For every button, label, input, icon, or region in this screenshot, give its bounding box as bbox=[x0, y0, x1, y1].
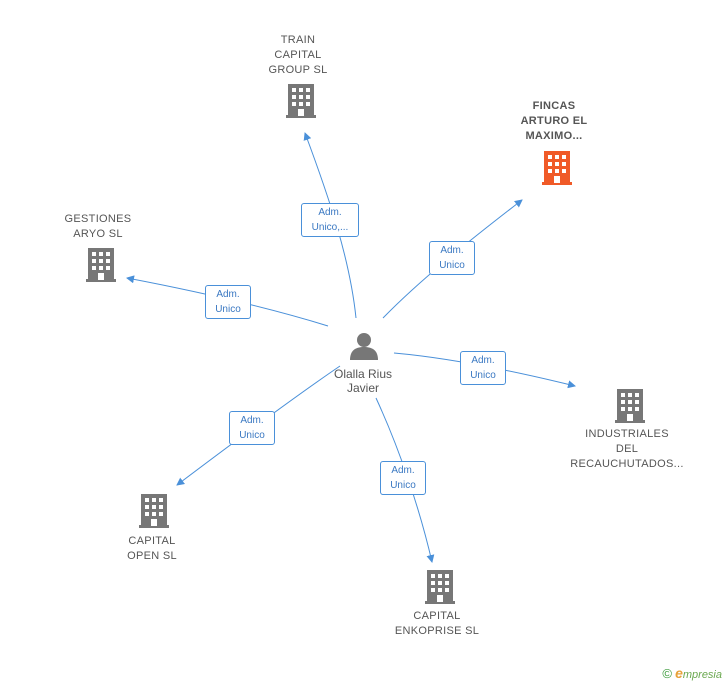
edge-label-fincas[interactable]: Adm. Unico bbox=[429, 241, 475, 275]
building-icon bbox=[139, 494, 169, 528]
copyright-icon: © bbox=[662, 666, 673, 681]
node-label: INDUSTRIALES DEL RECAUCHUTADOS... bbox=[570, 428, 684, 470]
building-icon bbox=[615, 389, 645, 423]
edge-label-gestiones[interactable]: Adm. Unico bbox=[205, 285, 251, 319]
building-icon bbox=[542, 151, 572, 185]
node-label: CAPITAL OPEN SL bbox=[127, 535, 177, 562]
building-icon bbox=[425, 570, 455, 604]
person-icon bbox=[350, 333, 378, 360]
brand-logo-text: mpresia bbox=[682, 669, 722, 681]
brand-logo-letter: e bbox=[675, 665, 683, 681]
edge-label-train[interactable]: Adm. Unico,... bbox=[301, 203, 359, 237]
brand-footer: © empresia bbox=[662, 665, 722, 681]
node-label: TRAIN CAPITAL GROUP SL bbox=[268, 34, 328, 76]
node-label: FINCAS ARTURO EL MAXIMO... bbox=[520, 100, 588, 142]
node-label: GESTIONES ARYO SL bbox=[64, 213, 132, 240]
building-icon bbox=[86, 248, 116, 282]
edge-label-enkoprise[interactable]: Adm. Unico bbox=[380, 461, 426, 495]
building-icon bbox=[286, 84, 316, 118]
node-label: CAPITAL ENKOPRISE SL bbox=[394, 610, 480, 637]
edge-label-capital-open[interactable]: Adm. Unico bbox=[229, 411, 275, 445]
edge-label-industriales[interactable]: Adm. Unico bbox=[460, 351, 506, 385]
center-person-name: Olalla Rius Javier bbox=[333, 367, 393, 395]
